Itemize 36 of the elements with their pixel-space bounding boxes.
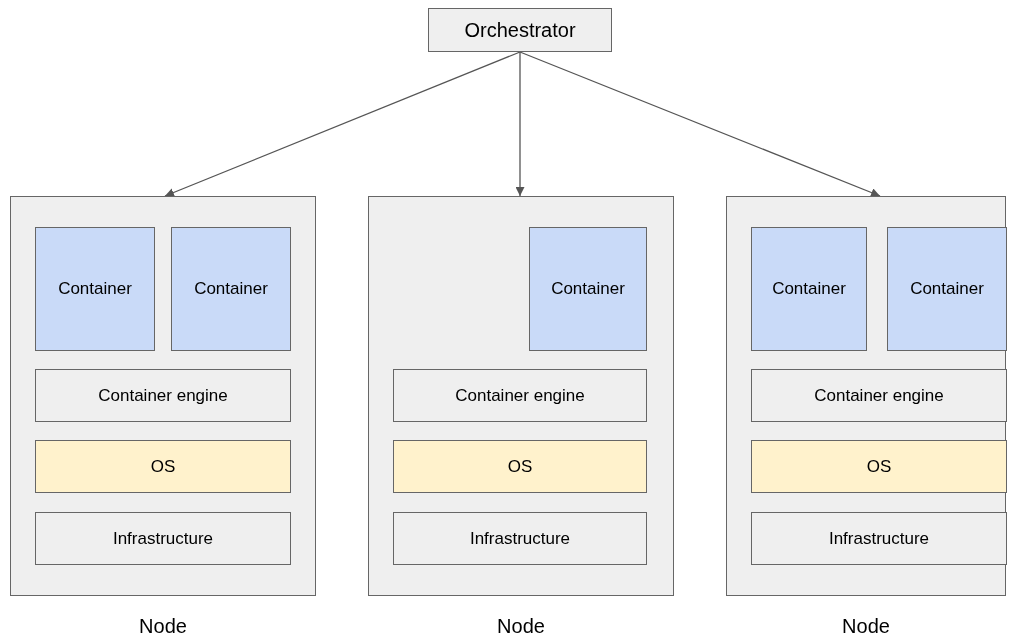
layer-box [751, 369, 1007, 422]
box-label: Container engine [455, 384, 585, 407]
box-label: Container [551, 278, 625, 301]
box-label: Container [194, 278, 268, 301]
arrow [519, 51, 881, 197]
layer-box [35, 440, 291, 493]
box-label: Infrastructure [112, 527, 214, 550]
orchestrator-box [428, 8, 612, 52]
arrow [515, 51, 525, 197]
layer-box [529, 227, 647, 351]
node-label: Node [497, 614, 545, 636]
box-label: Infrastructure [469, 527, 571, 550]
layer-box [887, 227, 1007, 351]
layer-box [751, 440, 1007, 493]
box-label: OS [866, 455, 892, 478]
box-label: Container engine [814, 384, 944, 407]
layer-box [35, 369, 291, 422]
arrow [164, 51, 521, 197]
layer-box [171, 227, 291, 351]
layer-box [751, 512, 1007, 565]
box-label: OS [507, 455, 533, 478]
layer-box [751, 227, 867, 351]
layer-box [35, 227, 155, 351]
box-label: Container engine [98, 384, 228, 407]
layer-box [393, 512, 647, 565]
box-label: Container [58, 278, 132, 301]
box-label: Infrastructure [828, 527, 930, 550]
node-label: Node [842, 614, 890, 636]
node-label: Node [139, 614, 187, 636]
layer-box [393, 369, 647, 422]
layer-box [393, 440, 647, 493]
layer-box [35, 512, 291, 565]
box-label: Container [772, 278, 846, 301]
box-label: Container [910, 278, 984, 301]
box-label: Orchestrator [464, 18, 576, 43]
box-label: OS [150, 455, 176, 478]
